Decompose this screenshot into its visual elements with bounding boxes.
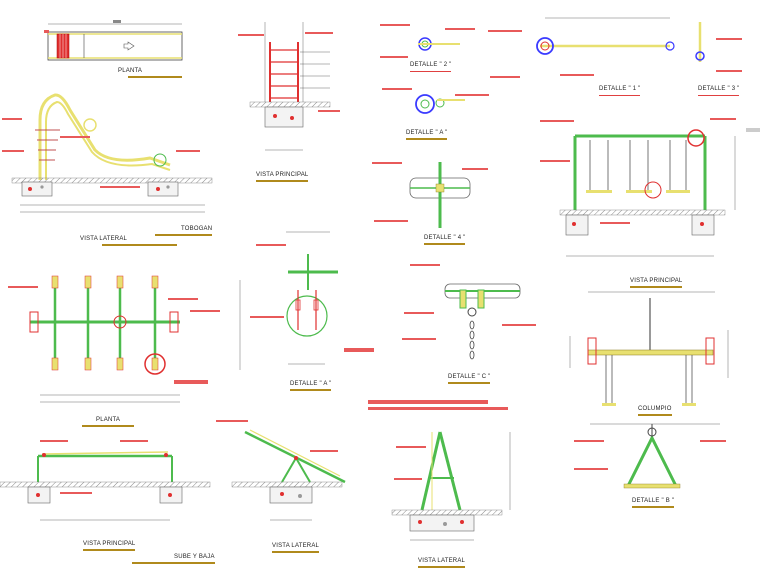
aframe-side-view xyxy=(391,431,511,541)
label-detalle-1-text: DETALLE " 1 " xyxy=(599,86,641,92)
playground-plan-view xyxy=(8,275,241,403)
label-planta-bottom: PLANTA xyxy=(82,417,135,427)
label-vista-principal-ladder: VISTA PRINCIPAL xyxy=(256,172,309,182)
label-planta-top-text: PLANTA xyxy=(118,68,143,74)
label-underline xyxy=(290,389,332,391)
label-underline xyxy=(102,244,178,246)
slide-side-view xyxy=(2,93,213,213)
detail-c xyxy=(368,264,536,410)
label-detalle-b-text: DETALLE " B " xyxy=(632,498,675,504)
swing-front-view xyxy=(540,118,736,257)
label-planta-bottom-text: PLANTA xyxy=(96,417,121,423)
label-underline xyxy=(132,562,215,564)
label-vista-principal-seesaw: VISTA PRINCIPAL xyxy=(83,541,136,551)
label-vista-lateral-seesaw: VISTA LATERAL xyxy=(272,543,320,553)
label-planta-top: PLANTA xyxy=(118,68,183,78)
label-detalle-b: DETALLE " B " xyxy=(632,498,675,508)
swing-columpio-view xyxy=(569,291,729,406)
ladder-front-view xyxy=(238,22,340,151)
detail-b xyxy=(574,423,726,489)
label-underline xyxy=(82,425,135,427)
detail-3 xyxy=(695,22,742,72)
label-underline xyxy=(155,234,213,236)
label-detalle-c-text: DETALLE " C " xyxy=(448,374,491,380)
label-detalle-4-text: DETALLE " 4 " xyxy=(424,235,466,241)
label-vista-lateral-seesaw-text: VISTA LATERAL xyxy=(272,543,320,549)
label-sube-y-baja: SUBE Y BAJA xyxy=(132,554,215,564)
label-detalle-a-top: DETALLE " A " xyxy=(406,130,448,140)
label-detalle-a-middle-text: DETALLE " A " xyxy=(290,381,332,387)
label-underline xyxy=(599,95,641,96)
label-detalle-a-top-text: DETALLE " A " xyxy=(406,130,448,136)
label-detalle-2: DETALLE " 2 " xyxy=(410,62,452,72)
label-columpio-text: COLUMPIO xyxy=(638,406,672,412)
label-detalle-2-text: DETALLE " 2 " xyxy=(410,62,452,68)
direction-arrow-icon xyxy=(123,41,135,51)
detail-4 xyxy=(372,162,488,228)
label-detalle-1: DETALLE " 1 " xyxy=(599,86,641,96)
label-columpio: COLUMPIO xyxy=(638,406,672,416)
label-vista-principal-swing: VISTA PRINCIPAL xyxy=(630,278,683,288)
label-underline xyxy=(698,95,740,96)
slide-plan-view xyxy=(44,20,183,61)
label-tobogan-text: TOBOGAN xyxy=(181,226,213,232)
label-underline xyxy=(632,506,675,508)
label-detalle-c: DETALLE " C " xyxy=(448,374,491,384)
label-underline xyxy=(418,566,466,568)
label-detalle-3-text: DETALLE " 3 " xyxy=(698,86,740,92)
label-underline xyxy=(630,286,683,288)
label-detalle-a-middle: DETALLE " A " xyxy=(290,381,332,391)
label-vista-lateral-tobogan: VISTA LATERAL xyxy=(80,236,178,246)
label-vista-principal-ladder-text: VISTA PRINCIPAL xyxy=(256,172,309,178)
label-tobogan: TOBOGAN xyxy=(155,226,213,236)
label-vista-principal-seesaw-text: VISTA PRINCIPAL xyxy=(83,541,136,547)
label-underline xyxy=(83,549,136,551)
label-underline xyxy=(638,414,672,416)
label-underline xyxy=(424,243,466,245)
label-underline xyxy=(128,76,183,78)
label-vista-lateral-aframe-text: VISTA LATERAL xyxy=(418,558,466,564)
label-sube-y-baja-text: SUBE Y BAJA xyxy=(174,554,215,560)
label-underline xyxy=(272,551,320,553)
label-underline xyxy=(448,382,491,384)
detail-1 xyxy=(488,17,675,78)
label-vista-lateral-aframe: VISTA LATERAL xyxy=(418,558,466,568)
label-detalle-4: DETALLE " 4 " xyxy=(424,235,466,245)
label-vista-lateral-tobogan-text: VISTA LATERAL xyxy=(80,236,128,242)
detail-a-top xyxy=(382,88,489,114)
label-underline xyxy=(256,180,309,182)
seesaw-front-view xyxy=(0,440,211,521)
label-underline xyxy=(406,138,448,140)
label-detalle-3: DETALLE " 3 " xyxy=(698,86,740,96)
label-underline xyxy=(410,71,452,72)
seesaw-side-view xyxy=(216,420,346,521)
detail-2 xyxy=(380,24,475,58)
detail-a-middle xyxy=(250,231,374,365)
label-vista-principal-swing-text: VISTA PRINCIPAL xyxy=(630,278,683,284)
